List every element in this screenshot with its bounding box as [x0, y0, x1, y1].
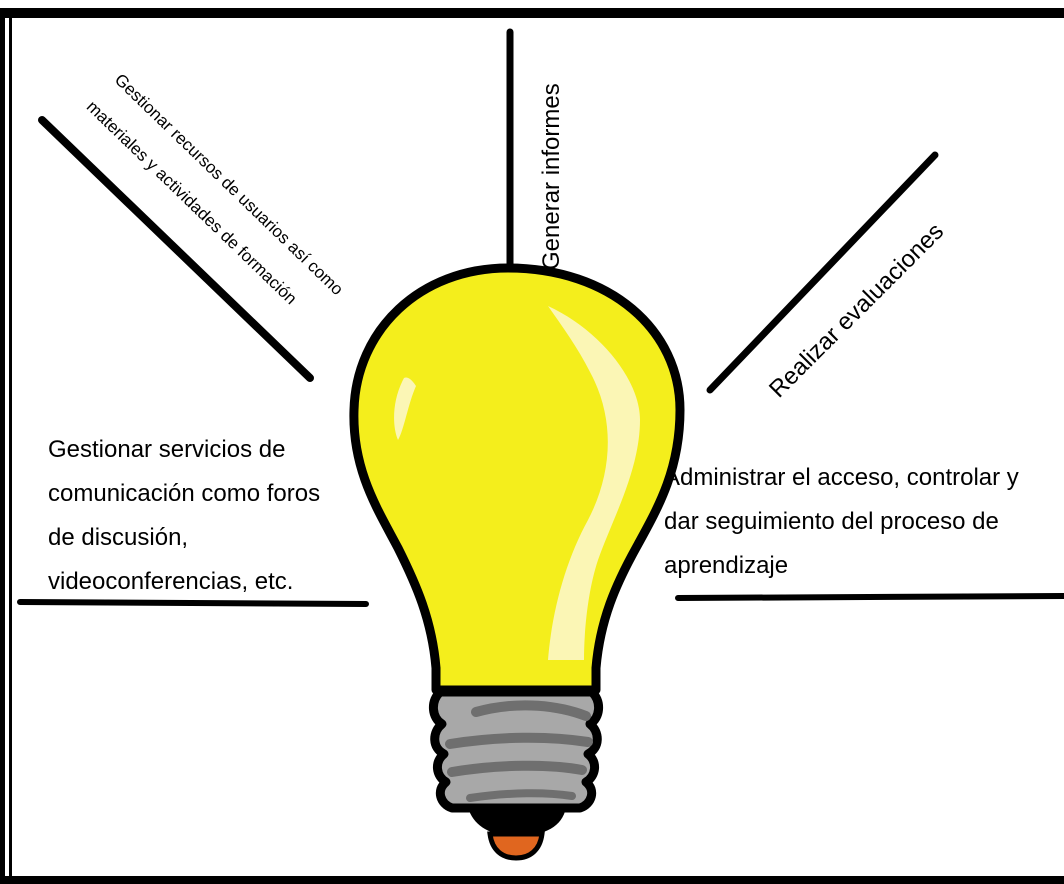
label-generar-informes: Generar informes: [538, 83, 565, 270]
bulb-thread-3: [447, 760, 587, 777]
label-administrar: Administrar el acceso, controlar y dar s…: [664, 456, 1064, 588]
bulb-thread-4: [466, 789, 576, 802]
frame-border-left-outer: [0, 8, 5, 884]
bulb-glass: [349, 263, 685, 695]
frame-border-top: [2, 8, 1064, 18]
label-gestionar-servicios-line: Gestionar servicios de: [48, 436, 286, 463]
label-administrar-line: aprendizaje: [664, 552, 789, 579]
bulb-tip: [487, 831, 545, 861]
lightbulb-icon: [349, 263, 685, 861]
line-realizar-evaluaciones: [706, 151, 939, 394]
label-administrar-line: Administrar el acceso, controlar y: [664, 464, 1019, 491]
bulb-highlight-small: [394, 377, 416, 440]
line-administrar: [675, 593, 1064, 601]
label-gestionar-servicios-line: de discusión,: [48, 524, 189, 551]
bulb-thread-1: [471, 700, 591, 721]
bulb-thread-2: [445, 732, 593, 749]
bulb-base: [468, 808, 566, 836]
line-gestionar-servicios: [17, 599, 369, 607]
label-gestionar-servicios-line: videoconferencias, etc.: [48, 568, 294, 595]
bulb-highlight: [548, 306, 640, 660]
label-gestionar-servicios: Gestionar servicios de comunicación como…: [48, 428, 368, 604]
frame-border-bottom: [0, 876, 1064, 884]
frame-border-left-inner: [9, 14, 12, 884]
bulb-socket: [429, 687, 603, 813]
label-administrar-line: dar seguimiento del proceso de: [664, 508, 999, 535]
line-gestionar-recursos: [38, 116, 314, 382]
label-gestionar-servicios-line: comunicación como foros: [48, 480, 321, 507]
